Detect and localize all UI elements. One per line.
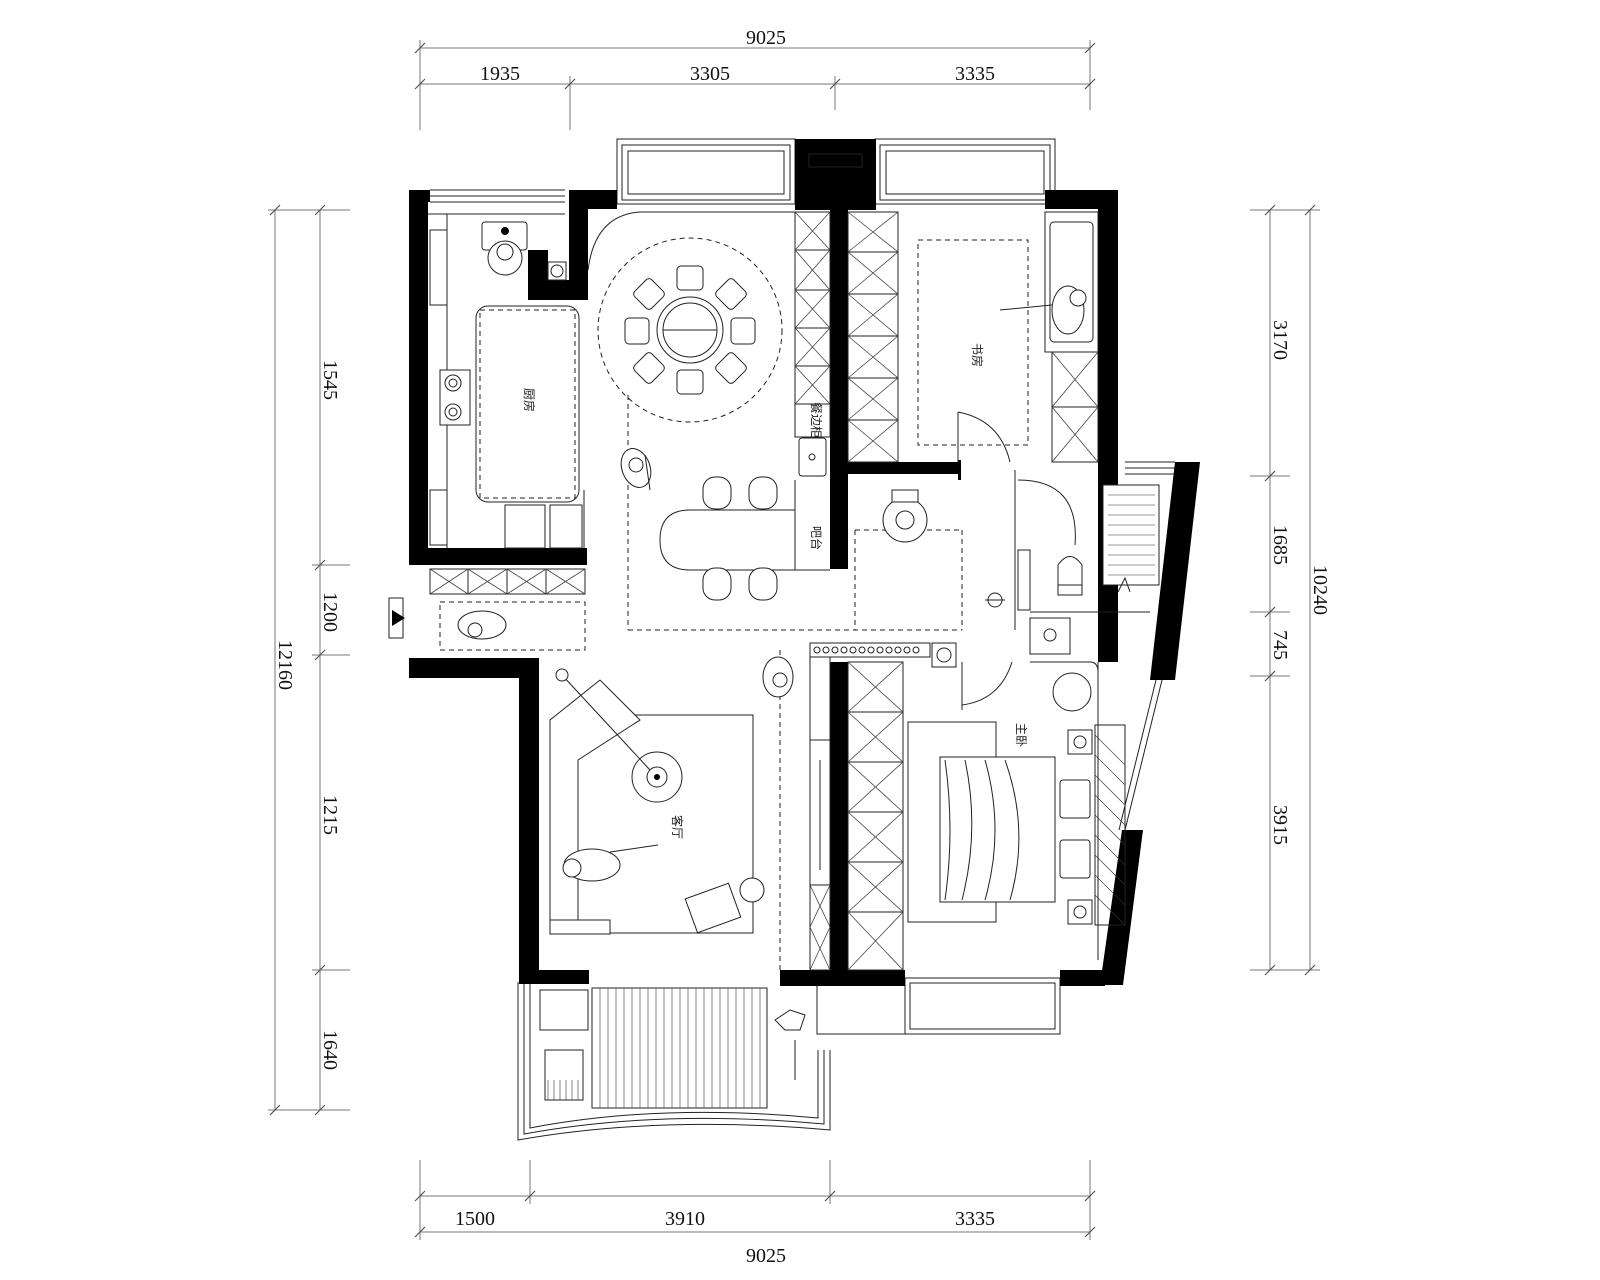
study-label: 书房: [970, 343, 985, 367]
left-dimensions: 12160 1545 1200 1215 1640: [268, 204, 350, 1116]
master-bedroom-label: 主卧: [1014, 723, 1028, 747]
top-dimensions: 9025 1935 3305 3335: [414, 27, 1096, 130]
bottom-dim-1: 1500: [455, 1208, 495, 1230]
person-icon: [457, 610, 507, 640]
balcony: [539, 987, 796, 1109]
right-total-dim: 10240: [1309, 565, 1331, 615]
armchair: [684, 882, 742, 934]
person-icon: [882, 489, 928, 543]
left-dim-4: 1640: [319, 1030, 341, 1070]
right-dim-3: 745: [1269, 630, 1291, 660]
sideboard-label: 餐边柜: [809, 402, 824, 438]
left-dim-3: 1215: [319, 795, 341, 835]
decking-lines: [599, 988, 761, 1108]
bed: [939, 756, 1056, 903]
top-dim-3: 3335: [955, 63, 995, 85]
top-total-dim: 9025: [746, 27, 786, 49]
rack-dots: [813, 646, 920, 654]
person-icon: [762, 656, 794, 698]
person-icon: [562, 844, 659, 882]
bathroom: [985, 470, 1160, 655]
pet-icon: [774, 1009, 806, 1031]
dining: 餐边柜 吧台: [587, 211, 963, 631]
left-dim-1: 1545: [319, 360, 341, 400]
kitchen: 厨房: [428, 213, 585, 549]
person-icon: [985, 592, 1005, 608]
person-icon: [999, 285, 1087, 335]
entry-cabinets: [388, 568, 586, 651]
washer-icon: [539, 989, 589, 1031]
living-label: 客厅: [670, 815, 685, 839]
bottom-dim-3: 3335: [955, 1208, 995, 1230]
kitchen-label: 厨房: [522, 388, 537, 412]
bottom-dimensions: 1500 3910 3335 9025: [414, 1160, 1096, 1267]
bottom-dim-2: 3910: [665, 1208, 705, 1230]
dining-chairs: [624, 265, 756, 395]
right-dim-4: 3915: [1269, 805, 1291, 845]
toilet-icon: [1057, 556, 1083, 596]
master-bedroom: 主卧: [847, 661, 1126, 971]
living: 客厅: [457, 610, 957, 1031]
person-icon: [620, 448, 652, 491]
top-dim-2: 3305: [690, 63, 730, 85]
bar-label: 吧台: [809, 526, 824, 550]
top-dim-1: 1935: [480, 63, 520, 85]
person-icon: [481, 221, 528, 276]
bar-stools: [702, 476, 778, 601]
stove-icon: [439, 369, 471, 426]
study: 书房: [847, 211, 1099, 543]
left-dim-2: 1200: [319, 592, 341, 632]
right-dimensions: 3170 1685 745 3915 10240: [1250, 204, 1331, 976]
right-dim-2: 1685: [1269, 525, 1291, 565]
bottom-total-dim: 9025: [746, 1245, 786, 1267]
right-dim-1: 3170: [1269, 320, 1291, 360]
left-total-dim: 12160: [274, 640, 296, 690]
